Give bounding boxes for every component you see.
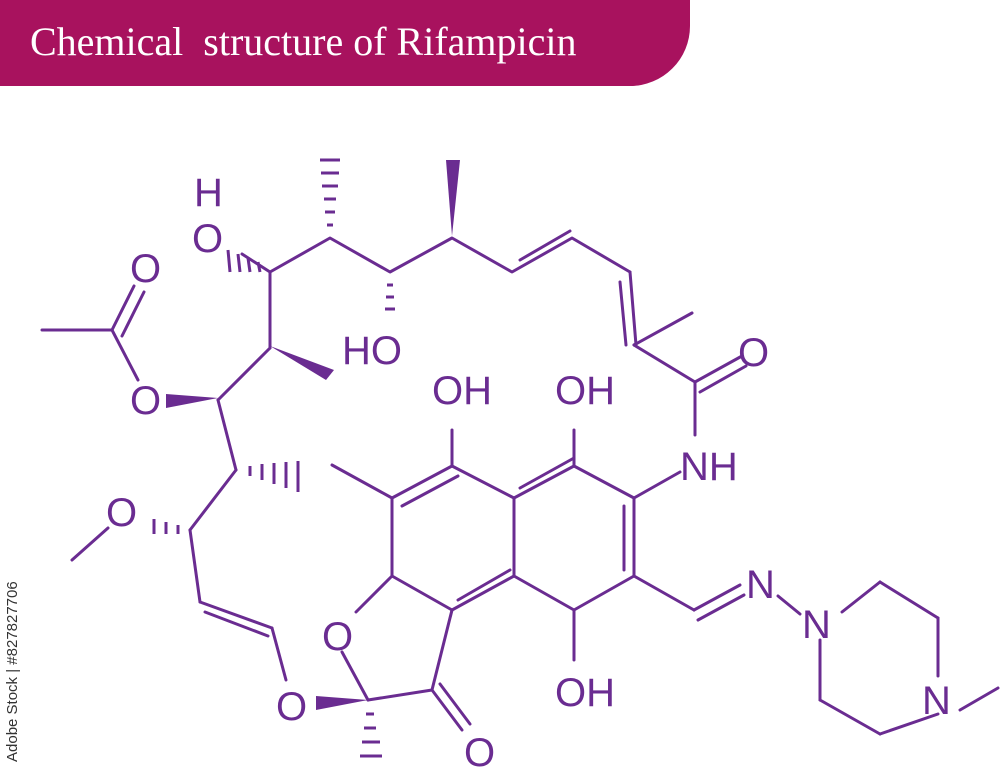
page-title: Chemical structure of Rifampicin bbox=[30, 19, 577, 64]
atom-o-methoxy: O bbox=[106, 491, 137, 535]
atom-o-amide: O bbox=[738, 331, 769, 375]
atom-h-top: H bbox=[194, 171, 223, 215]
bonds bbox=[40, 229, 1000, 736]
stock-watermark-text: Adobe Stock | #827827706 bbox=[4, 581, 21, 762]
atom-o-acetyl: O bbox=[130, 247, 161, 291]
atom-ho-mid: HO bbox=[342, 329, 402, 373]
atom-oh-1: OH bbox=[432, 369, 492, 413]
atom-n-pip1: N bbox=[802, 603, 831, 647]
atom-o-keto: O bbox=[464, 731, 495, 771]
atom-o-top: O bbox=[192, 217, 223, 261]
atom-oh-bottom: OH bbox=[555, 671, 615, 715]
atom-o-furan: O bbox=[322, 615, 353, 659]
atom-nh: NH bbox=[680, 445, 738, 489]
atom-oh-2: OH bbox=[555, 369, 615, 413]
atom-labels: H O HO O O O OH OH O NH N N N O O O OH bbox=[106, 171, 951, 771]
atom-n-imine: N bbox=[746, 563, 775, 607]
atom-o-ester: O bbox=[130, 379, 161, 423]
atom-n-pip2: N bbox=[922, 679, 951, 723]
title-banner: Chemical structure of Rifampicin bbox=[0, 0, 690, 86]
stereo-bonds bbox=[152, 158, 460, 758]
atom-o-ether: O bbox=[276, 685, 307, 729]
